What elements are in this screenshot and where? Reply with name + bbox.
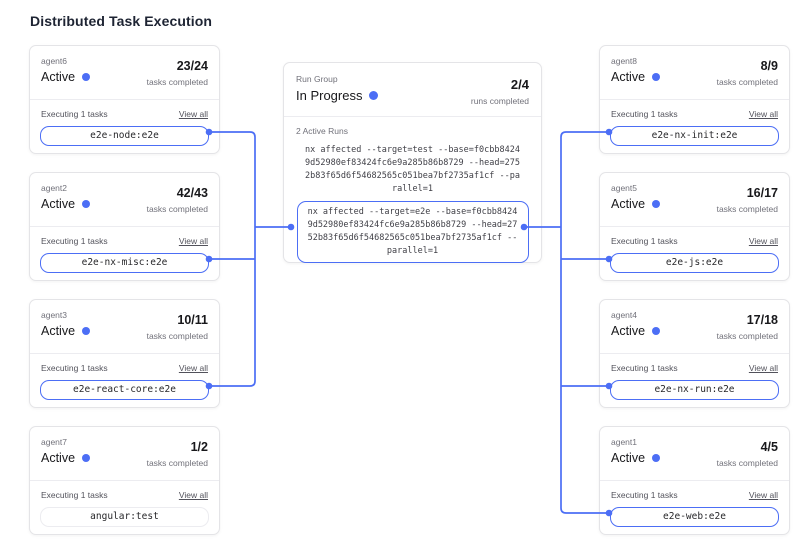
agent-card-header: agent3 Active 10/11 tasks completed — [30, 300, 219, 354]
active-dot-icon — [82, 454, 91, 462]
run-group-label: Run Group — [296, 74, 338, 84]
view-all-link[interactable]: View all — [178, 363, 208, 373]
agent-name: agent5 — [611, 183, 637, 193]
tasks-progress: 10/11 — [177, 313, 208, 327]
run-group-header: Run Group In Progress 2/4 runs completed — [284, 63, 541, 117]
view-all-link[interactable]: View all — [178, 236, 208, 246]
task-pill[interactable]: e2e-js:e2e — [610, 253, 779, 273]
agent-status: Active — [41, 324, 76, 338]
active-runs-label: 2 Active Runs — [296, 126, 348, 136]
tasks-progress: 4/5 — [760, 440, 778, 454]
run-group-card: Run Group In Progress 2/4 runs completed… — [283, 62, 542, 263]
agent-status: Active — [611, 197, 646, 211]
runs-progress-caption: runs completed — [470, 96, 529, 106]
tasks-progress-caption: tasks completed — [146, 77, 208, 87]
active-dot-icon — [82, 73, 91, 81]
view-all-link[interactable]: View all — [748, 109, 778, 119]
task-pill[interactable]: e2e-web:e2e — [610, 507, 779, 527]
executing-label: Executing 1 tasks — [611, 109, 678, 119]
agent-name: agent8 — [611, 56, 637, 66]
agent-status: Active — [611, 324, 646, 338]
tasks-progress: 17/18 — [746, 313, 778, 327]
executing-label: Executing 1 tasks — [611, 236, 678, 246]
agent-card-agent8: agent8 Active 8/9 tasks completed Execut… — [599, 45, 790, 154]
tasks-progress: 23/24 — [176, 59, 208, 73]
task-pill[interactable]: e2e-nx-misc:e2e — [40, 253, 209, 273]
tasks-progress-caption: tasks completed — [716, 331, 778, 341]
view-all-link[interactable]: View all — [748, 236, 778, 246]
task-pill[interactable]: e2e-nx-run:e2e — [610, 380, 779, 400]
run-group-status: In Progress — [296, 88, 363, 103]
agent-name: agent4 — [611, 310, 637, 320]
agent-card-header: agent1 Active 4/5 tasks completed — [600, 427, 789, 481]
active-dot-icon — [652, 73, 661, 81]
view-all-link[interactable]: View all — [748, 490, 778, 500]
agent-card-header: agent2 Active 42/43 tasks completed — [30, 173, 219, 227]
view-all-link[interactable]: View all — [178, 490, 208, 500]
agent-card-header: agent7 Active 1/2 tasks completed — [30, 427, 219, 481]
active-dot-icon — [652, 200, 661, 208]
tasks-progress-caption: tasks completed — [146, 458, 208, 468]
tasks-progress-caption: tasks completed — [716, 458, 778, 468]
view-all-link[interactable]: View all — [178, 109, 208, 119]
executing-label: Executing 1 tasks — [611, 490, 678, 500]
tasks-progress: 1/2 — [190, 440, 208, 454]
task-pill[interactable]: e2e-nx-init:e2e — [610, 126, 779, 146]
agent-card-header: agent4 Active 17/18 tasks completed — [600, 300, 789, 354]
agent-card-agent4: agent4 Active 17/18 tasks completed Exec… — [599, 299, 790, 408]
tasks-progress: 42/43 — [176, 186, 208, 200]
runs-progress: 2/4 — [510, 77, 529, 92]
agent-card-header: agent6 Active 23/24 tasks completed — [30, 46, 219, 100]
agent-card-agent6: agent6 Active 23/24 tasks completed Exec… — [29, 45, 220, 154]
agent-name: agent3 — [41, 310, 67, 320]
in-progress-dot-icon — [369, 91, 379, 100]
agent-status: Active — [611, 70, 646, 84]
active-dot-icon — [652, 454, 661, 462]
agent-card-agent2: agent2 Active 42/43 tasks completed Exec… — [29, 172, 220, 281]
agent-card-agent7: agent7 Active 1/2 tasks completed Execut… — [29, 426, 220, 535]
tasks-progress: 8/9 — [760, 59, 778, 73]
tasks-progress-caption: tasks completed — [146, 331, 208, 341]
task-pill[interactable]: e2e-node:e2e — [40, 126, 209, 146]
tasks-progress: 16/17 — [746, 186, 778, 200]
page-title: Distributed Task Execution — [30, 13, 213, 29]
executing-label: Executing 1 tasks — [41, 490, 108, 500]
agent-name: agent1 — [611, 437, 637, 447]
agent-status: Active — [41, 197, 76, 211]
active-dot-icon — [82, 327, 91, 335]
task-pill[interactable]: e2e-react-core:e2e — [40, 380, 209, 400]
executing-label: Executing 1 tasks — [611, 363, 678, 373]
executing-label: Executing 1 tasks — [41, 236, 108, 246]
agent-card-agent1: agent1 Active 4/5 tasks completed Execut… — [599, 426, 790, 535]
agent-status: Active — [41, 451, 76, 465]
agent-card-header: agent8 Active 8/9 tasks completed — [600, 46, 789, 100]
agent-name: agent7 — [41, 437, 67, 447]
task-pill[interactable]: angular:test — [40, 507, 209, 527]
agent-card-agent5: agent5 Active 16/17 tasks completed Exec… — [599, 172, 790, 281]
tasks-progress-caption: tasks completed — [716, 77, 778, 87]
tasks-progress-caption: tasks completed — [716, 204, 778, 214]
executing-label: Executing 1 tasks — [41, 109, 108, 119]
view-all-link[interactable]: View all — [748, 363, 778, 373]
run-command[interactable]: nx affected --target=test --base=f0cbb84… — [305, 145, 520, 194]
agent-card-header: agent5 Active 16/17 tasks completed — [600, 173, 789, 227]
agent-status: Active — [611, 451, 646, 465]
active-dot-icon — [652, 327, 661, 335]
agent-name: agent6 — [41, 56, 67, 66]
executing-label: Executing 1 tasks — [41, 363, 108, 373]
agent-name: agent2 — [41, 183, 67, 193]
agent-card-agent3: agent3 Active 10/11 tasks completed Exec… — [29, 299, 220, 408]
tasks-progress-caption: tasks completed — [146, 204, 208, 214]
agent-status: Active — [41, 70, 76, 84]
active-dot-icon — [82, 200, 91, 208]
run-command-highlighted[interactable]: nx affected --target=e2e --base=f0cbb842… — [296, 201, 529, 263]
